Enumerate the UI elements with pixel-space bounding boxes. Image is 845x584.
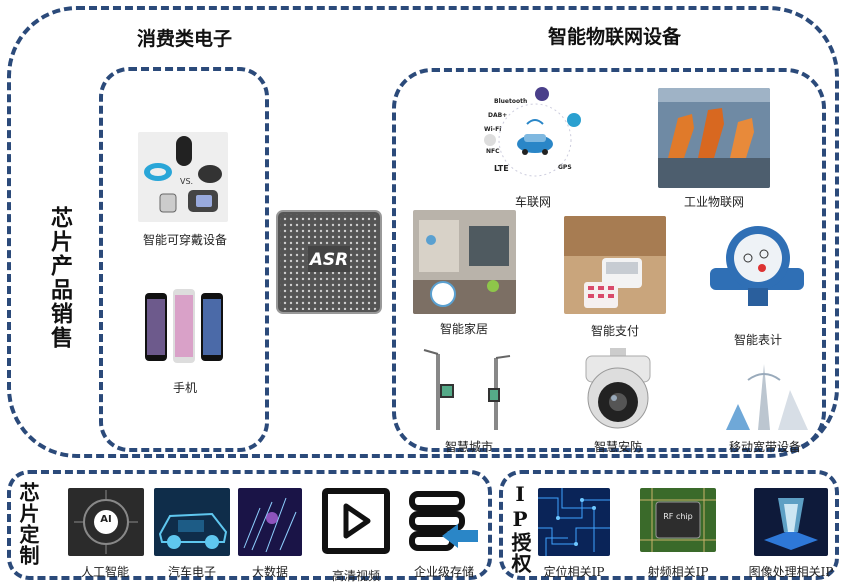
nfc-icon: NFC <box>486 148 500 155</box>
positioning-ip-label: 定位相关IP <box>543 565 605 579</box>
video-icon <box>322 488 390 554</box>
mobile-broadband-label: 移动宽带设备 <box>728 440 801 454</box>
smart-meter-image <box>708 218 806 310</box>
ip-license-label: IP授权 <box>508 482 532 574</box>
phones-image <box>143 287 225 365</box>
smart-payment-label: 智能支付 <box>590 324 639 338</box>
mobile-broadband-image <box>718 360 812 432</box>
industrial-iot-label: 工业物联网 <box>683 195 744 209</box>
svg-text:VS.: VS. <box>180 177 193 186</box>
iot-title: 智能物联网设备 <box>548 26 682 48</box>
image-processing-ip-image <box>754 488 828 556</box>
hd-video-label: 高清视频 <box>331 569 380 583</box>
wifi-icon: Wi-Fi <box>484 126 502 133</box>
image-processing-ip-label: 图像处理相关IP <box>748 565 834 579</box>
asr-logo: ASR <box>309 250 349 270</box>
phone-label: 手机 <box>172 381 197 395</box>
ai-chip-icon: AI <box>100 514 112 525</box>
car-network-icons: Bluetooth DAB+ Wi-Fi NFC LTE GPS <box>480 84 590 188</box>
wearables-label: 智能可穿戴设备 <box>142 233 227 247</box>
industrial-iot-image <box>658 88 770 188</box>
wearables-image: VS. <box>138 132 228 222</box>
smart-meter-label: 智能表计 <box>733 333 782 347</box>
consumer-title: 消费类电子 <box>137 28 233 50</box>
asr-chip: ASR <box>276 210 382 314</box>
chip-sales-frame <box>7 6 839 458</box>
big-data-image <box>238 488 302 556</box>
car-network-label: 车联网 <box>514 195 551 209</box>
iot-frame <box>392 68 826 452</box>
storage-icon <box>406 490 480 554</box>
chip-custom-frame <box>7 470 492 580</box>
chip-custom-label: 芯片定制 <box>16 482 40 566</box>
enterprise-storage-label: 企业级存储 <box>413 565 474 579</box>
smart-payment-image <box>564 216 666 314</box>
chip-sales-label: 芯片产品销售 <box>47 206 73 350</box>
automotive-image <box>154 488 230 556</box>
gps-icon: GPS <box>558 164 572 171</box>
positioning-ip-image <box>538 488 610 556</box>
car-network-image: Bluetooth DAB+ Wi-Fi NFC LTE GPS <box>480 84 590 188</box>
security-camera-image <box>576 346 660 432</box>
smart-home-image <box>413 210 516 314</box>
smart-city-image <box>418 344 520 432</box>
ai-label: 人工智能 <box>80 565 129 579</box>
security-label: 智慧安防 <box>593 440 642 454</box>
bluetooth-icon: Bluetooth <box>494 98 528 105</box>
lte-icon: LTE <box>494 164 509 173</box>
automotive-label: 汽车电子 <box>167 565 216 579</box>
rf-ip-image: RF chip <box>640 488 716 552</box>
smart-home-label: 智能家居 <box>439 322 488 336</box>
rf-chip-icon: RF chip <box>663 512 693 521</box>
ip-license-frame <box>499 470 839 580</box>
big-data-label: 大数据 <box>251 565 288 579</box>
dab-icon: DAB+ <box>488 112 508 119</box>
consumer-frame <box>99 67 269 452</box>
rf-ip-label: 射频相关IP <box>647 565 709 579</box>
ai-image: AI <box>68 488 144 556</box>
smart-city-label: 智慧城市 <box>444 440 493 454</box>
